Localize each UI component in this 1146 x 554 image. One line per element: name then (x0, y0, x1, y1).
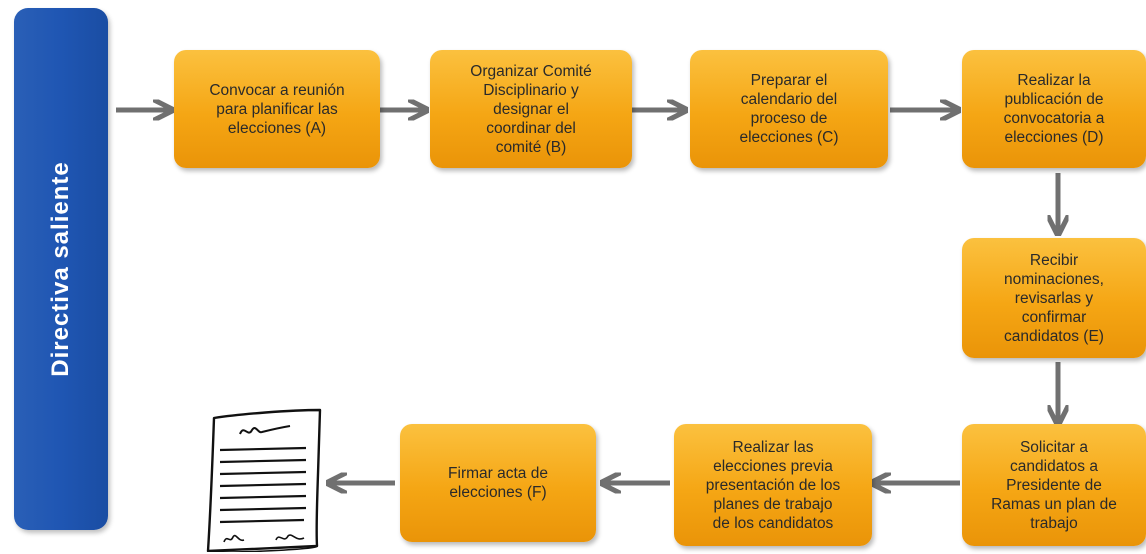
step-solicitar-text: Solicitar a candidatos a Presidente de R… (991, 438, 1117, 532)
step-f-box: Firmar acta de elecciones (F) (400, 424, 596, 542)
signed-document-icon (206, 408, 322, 552)
swimlane-directiva-saliente: Directiva saliente (14, 8, 108, 530)
step-c-box: Preparar el calendario del proceso de el… (690, 50, 888, 168)
step-e-text: Recibir nominaciones, revisarlas y confi… (1004, 251, 1104, 345)
step-a-text: Convocar a reunión para planificar las e… (209, 81, 345, 137)
step-f-text: Firmar acta de elecciones (F) (448, 465, 548, 501)
step-b-box: Organizar Comité Disciplinario y designa… (430, 50, 632, 168)
step-c-text: Preparar el calendario del proceso de el… (739, 72, 839, 146)
step-realizar-text: Realizar las elecciones previa presentac… (705, 438, 841, 532)
step-realizar-box: Realizar las elecciones previa presentac… (674, 424, 872, 546)
step-d-box: Realizar la publicación de convocatoria … (962, 50, 1146, 168)
step-b-text: Organizar Comité Disciplinario y designa… (470, 62, 592, 156)
step-e-box: Recibir nominaciones, revisarlas y confi… (962, 238, 1146, 358)
step-d-text: Realizar la publicación de convocatoria … (1003, 72, 1105, 146)
step-a-box: Convocar a reunión para planificar las e… (174, 50, 380, 168)
step-solicitar-box: Solicitar a candidatos a Presidente de R… (962, 424, 1146, 546)
